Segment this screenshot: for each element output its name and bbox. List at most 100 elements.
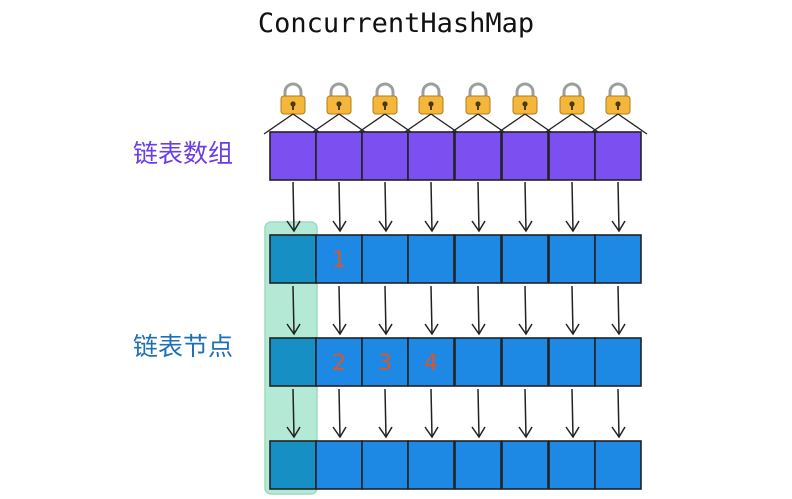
arrow-head (565, 323, 580, 336)
arrow-head (518, 323, 533, 336)
lock-shackle-icon (562, 82, 582, 98)
list-node (594, 234, 642, 284)
lock-shackle-icon (329, 82, 349, 98)
list-node (501, 337, 549, 387)
arrow (571, 181, 574, 232)
arrow-head (378, 426, 393, 439)
lock-keyhole-stem (338, 104, 340, 110)
list-node (501, 234, 549, 284)
lock-keyhole-stem (292, 104, 294, 110)
list-node (361, 234, 409, 284)
array-slot (594, 131, 642, 181)
arrow (384, 285, 387, 335)
lock-shackle-icon (283, 82, 303, 98)
arrow (477, 181, 480, 232)
list-node (407, 440, 455, 490)
lock-keyhole-stem (524, 104, 526, 110)
arrow (571, 388, 574, 438)
lock-shackle-icon (608, 82, 628, 98)
arrow (430, 181, 433, 232)
lock-keyhole-stem (617, 104, 619, 110)
list-node (315, 234, 363, 284)
array-slot (407, 131, 455, 181)
list-node (269, 337, 317, 387)
list-node (594, 440, 642, 490)
arrow (477, 388, 480, 438)
list-node (407, 234, 455, 284)
array-slot (454, 131, 502, 181)
arrow-head (471, 220, 486, 233)
arrow (617, 181, 620, 232)
lock-hanger (355, 113, 415, 135)
arrow-head (611, 323, 626, 336)
lock-hanger (448, 113, 508, 135)
arrow-head (471, 323, 486, 336)
lock-hanger (263, 113, 323, 135)
list-node (361, 337, 409, 387)
arrow (384, 388, 387, 438)
lock-hanger (495, 113, 555, 135)
array-label: 链表数组 (133, 139, 234, 168)
lock-hanger (542, 113, 602, 135)
node-number: 4 (424, 351, 438, 376)
arrow-head (424, 220, 439, 233)
list-node (454, 440, 502, 490)
node-number: 1 (332, 248, 346, 273)
arrow (292, 285, 295, 335)
arrow-head (611, 426, 626, 439)
arrow-head (424, 323, 439, 336)
list-node (454, 234, 502, 284)
list-node (315, 440, 363, 490)
arrow-head (286, 323, 301, 336)
array-slot (361, 131, 409, 181)
list-node (594, 337, 642, 387)
arrow-head (286, 426, 301, 439)
arrow (617, 285, 620, 335)
arrow-head (378, 323, 393, 336)
arrow (571, 285, 574, 335)
lock-keyhole-stem (571, 104, 573, 110)
arrow-head (332, 220, 347, 233)
list-node (548, 337, 596, 387)
arrow-head (332, 426, 347, 439)
node-label: 链表节点 (133, 332, 234, 361)
array-slot (548, 131, 596, 181)
arrow (430, 388, 433, 438)
lock-shackle-icon (421, 82, 441, 98)
arrow-head (332, 323, 347, 336)
arrow-head (611, 220, 626, 233)
lock-shackle-icon (468, 82, 488, 98)
arrow (524, 388, 527, 438)
arrow (338, 388, 341, 438)
arrow (292, 388, 295, 438)
list-node (501, 440, 549, 490)
arrow-head (565, 426, 580, 439)
list-node (269, 234, 317, 284)
list-node (269, 440, 317, 490)
arrow (617, 388, 620, 438)
arrow-head (286, 220, 301, 233)
arrow-head (518, 220, 533, 233)
arrow-head (565, 220, 580, 233)
lock-keyhole-stem (430, 104, 432, 110)
arrow (338, 285, 341, 335)
lock-shackle-icon (515, 82, 535, 98)
arrow (524, 285, 527, 335)
lock-hanger (309, 113, 369, 135)
arrow-head (424, 426, 439, 439)
lock-keyhole-stem (477, 104, 479, 110)
arrow (477, 285, 480, 335)
arrow-head (471, 426, 486, 439)
array-slot (269, 131, 317, 181)
array-slot (501, 131, 549, 181)
arrow-head (378, 220, 393, 233)
node-number: 3 (378, 351, 392, 376)
lock-hanger (588, 113, 648, 135)
arrow (384, 181, 387, 232)
array-slot (315, 131, 363, 181)
arrow (524, 181, 527, 232)
arrow-head (518, 426, 533, 439)
arrow (338, 181, 341, 232)
